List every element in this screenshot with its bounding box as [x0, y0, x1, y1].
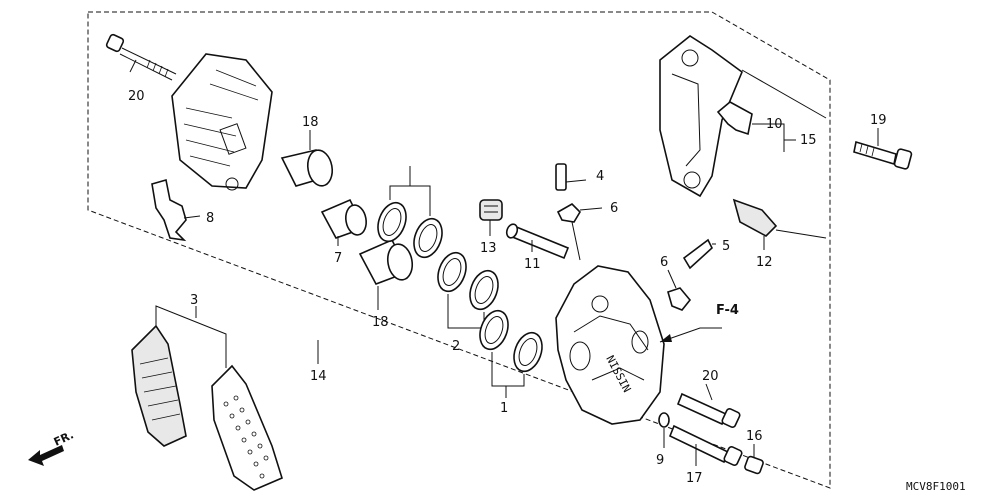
- callout-7: 7: [334, 251, 342, 266]
- callout-6-upper: 6: [610, 201, 618, 216]
- callout-13: 13: [480, 241, 497, 256]
- assembly-boundary: [87, 11, 831, 489]
- callout-17: 17: [686, 471, 703, 486]
- callout-19: 19: [870, 113, 887, 128]
- callout-1: 1: [500, 401, 508, 416]
- part-2-seal-rings: [437, 251, 499, 329]
- front-arrow-label: FR.: [52, 428, 76, 448]
- part-3-brake-pads: [131, 305, 283, 491]
- callout-20-upper: 20: [128, 89, 145, 104]
- callout-12: 12: [756, 255, 773, 270]
- callout-2: 2: [452, 339, 460, 354]
- part-11-pin: [505, 223, 570, 260]
- callout-9: 9: [656, 453, 664, 468]
- front-direction-arrow: [28, 445, 64, 466]
- part-20-bolt-upper: [105, 33, 177, 81]
- diagram-code: MCV8F1001: [906, 480, 966, 493]
- part-7-sleeve: [320, 198, 367, 246]
- callout-4: 4: [596, 169, 604, 184]
- part-20-bolt-lower: [676, 383, 741, 429]
- part-17-bolt: [668, 424, 743, 467]
- callout-6-lower: 6: [660, 255, 668, 270]
- callout-18-lower: 18: [372, 315, 389, 330]
- part-seal-rings-upper: [377, 166, 443, 259]
- callout-20-lower: 20: [702, 369, 719, 384]
- part-4-bleeder-valve: [555, 163, 587, 191]
- callout-14: 14: [310, 369, 327, 384]
- part-6-cap-lower: [667, 269, 692, 311]
- part-19-bolt: [853, 128, 913, 170]
- part-12-boot: [732, 198, 827, 250]
- part-8-pad-spring: [151, 178, 201, 242]
- callout-15: 15: [800, 133, 817, 148]
- part-13-bleeder-cap: [479, 199, 503, 236]
- part-16-nut: [744, 444, 764, 475]
- part-5-bleeder-screw: [682, 238, 716, 270]
- callout-11: 11: [524, 257, 541, 272]
- part-18-sleeve-upper: [280, 130, 334, 187]
- callout-10: 10: [766, 117, 783, 132]
- callout-3: 3: [190, 293, 198, 308]
- part-6-cap-upper: [556, 203, 603, 261]
- ref-arrow-f4: [659, 327, 722, 343]
- callout-16: 16: [746, 429, 763, 444]
- part-10-retainer: [716, 101, 796, 152]
- callout-18-upper: 18: [302, 115, 319, 130]
- part-caliper-outer-plate: [171, 53, 273, 191]
- part-caliper-body: NISSIN: [555, 265, 665, 425]
- part-18-sleeve-lower: [358, 238, 414, 310]
- callout-5: 5: [722, 239, 730, 254]
- part-9-washer: [658, 412, 670, 448]
- part-1-seal-rings: [479, 309, 543, 398]
- callout-8: 8: [206, 211, 214, 226]
- part-caliper-bracket: [659, 35, 827, 198]
- callout-ref-f4: F-4: [716, 303, 739, 318]
